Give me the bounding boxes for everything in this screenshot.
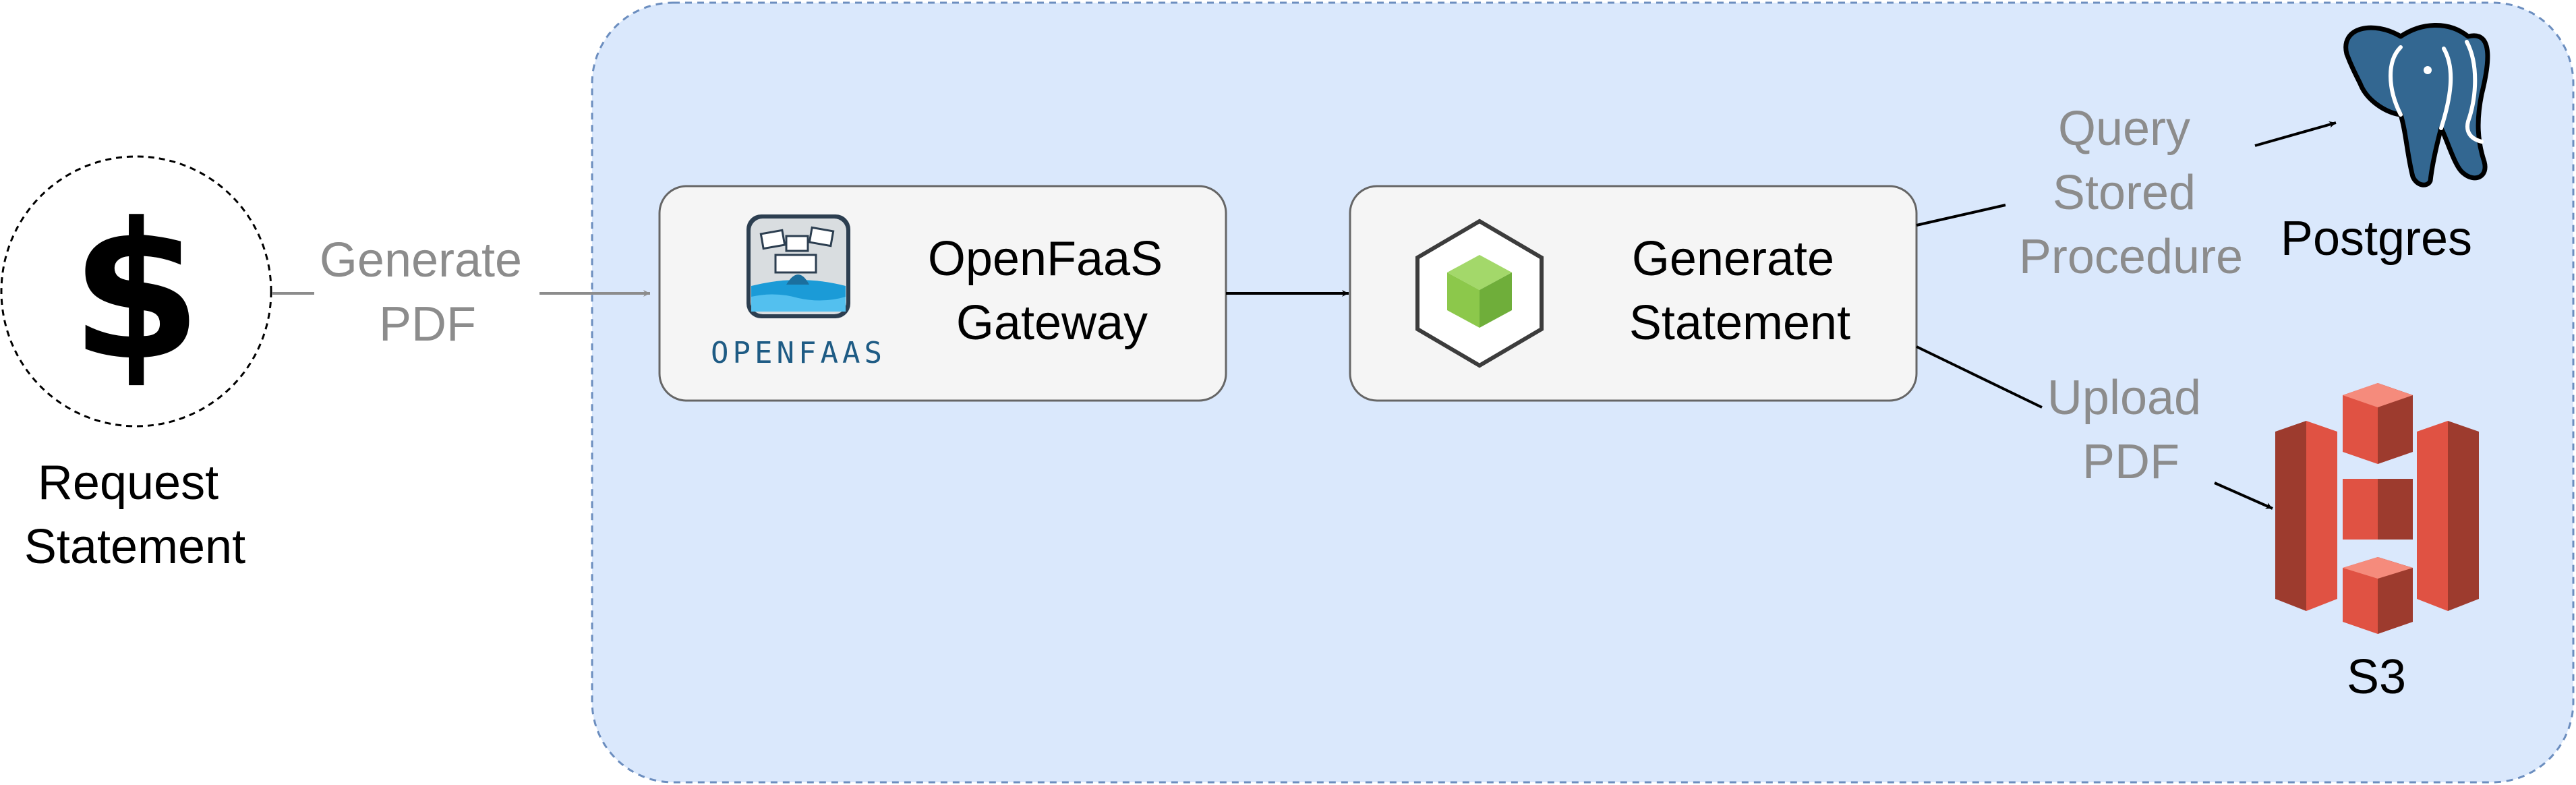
s3-bucket-icon	[2275, 383, 2479, 634]
gateway-label-line-1: OpenFaaS	[928, 232, 1163, 286]
postgres-label: Postgres	[2281, 212, 2472, 266]
function-label-line-2: Statement	[1629, 296, 1850, 350]
edge-generate-pdf-line-2: PDF	[379, 297, 476, 351]
client-node[interactable]: $ Request Statement	[0, 155, 272, 574]
nodejs-cube-icon	[1415, 219, 1544, 368]
edge-query-line-left	[1916, 204, 2006, 227]
edge-upload-label: Upload PDF	[2047, 371, 2215, 489]
gateway-label: OpenFaaS Gateway	[928, 232, 1176, 350]
client-label-line-1: Request	[38, 456, 218, 510]
openfaas-whale-icon	[747, 214, 850, 318]
gateway-node[interactable]: OPENFAAS OpenFaaS Gateway	[658, 185, 1227, 402]
gateway-label-line-2: Gateway	[956, 296, 1148, 350]
openfaas-logo-text: OPENFAAS	[711, 336, 886, 370]
edge-generate-pdf-line-1: Generate	[320, 233, 522, 287]
edge-generate-pdf-label: Generate PDF	[320, 233, 535, 351]
client-label: Request Statement	[24, 456, 245, 574]
function-label: Generate Statement	[1629, 232, 1850, 350]
postgres-node[interactable]: Postgres	[2281, 23, 2490, 266]
edge-query-line-3: Procedure	[2019, 230, 2243, 284]
edge-query-stored-procedure: Query Stored Procedure	[1916, 102, 2337, 284]
client-label-line-2: Statement	[24, 520, 245, 574]
edge-query-line-1: Query	[2058, 102, 2190, 156]
function-node[interactable]: Generate Statement	[1349, 185, 1918, 402]
dollar-icon: $	[71, 183, 202, 403]
function-label-line-1: Generate	[1632, 232, 1834, 286]
edge-upload-line-1: Upload	[2047, 371, 2201, 425]
edge-query-line-2: Stored	[2053, 166, 2196, 220]
client-circle	[0, 155, 272, 428]
postgres-elephant-icon	[2343, 23, 2490, 187]
edge-query-label: Query Stored Procedure	[2019, 102, 2243, 284]
edge-upload-line-right	[2214, 482, 2273, 510]
edge-query-line-right	[2254, 121, 2337, 147]
s3-label: S3	[2347, 650, 2406, 704]
edge-upload-line-left	[1916, 345, 2043, 409]
edge-generate-pdf: Generate PDF	[272, 233, 650, 351]
s3-node[interactable]: S3	[2275, 383, 2479, 704]
edge-upload-pdf: Upload PDF	[1916, 345, 2273, 510]
edge-upload-line-2: PDF	[2082, 435, 2179, 489]
